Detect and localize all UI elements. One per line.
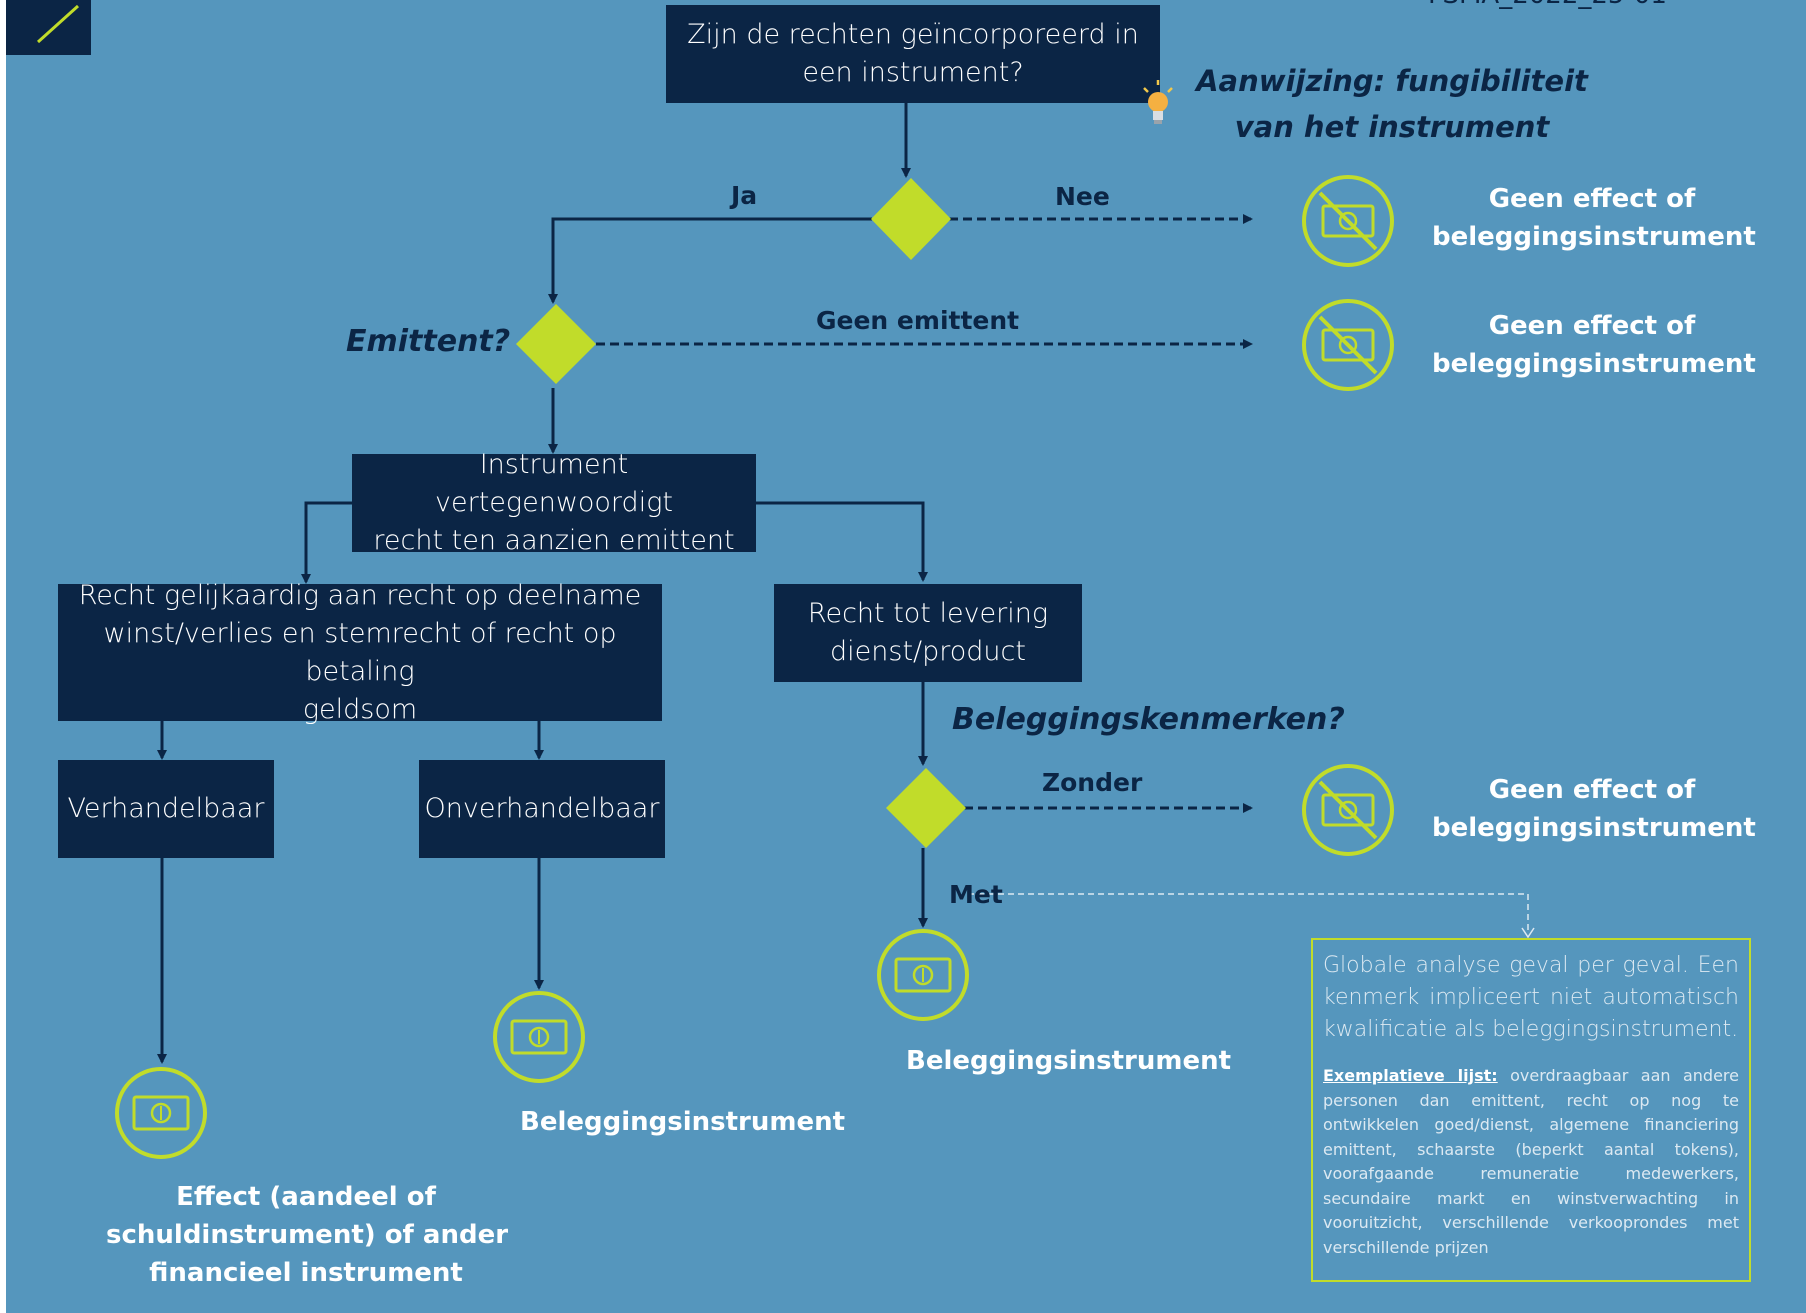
money-icon [876, 928, 970, 1026]
result-no-effect-1-line1: Geen effect of [1488, 184, 1696, 214]
result-no-effect-1: Geen effect of beleggingsinstrument [1432, 180, 1756, 256]
decision-diamond-rights [871, 178, 951, 260]
right-profit-line1: Recht gelijkaardig aan recht op deelname [78, 579, 642, 611]
result-security-line3: financieel instrument [149, 1258, 463, 1288]
edge-label-geen-emittent: Geen emittent [816, 306, 1020, 335]
corner-logo [6, 0, 91, 55]
result-no-effect-3-line1: Geen effect of [1488, 775, 1696, 805]
note-list-title: Exemplatieve lijst: [1323, 1066, 1498, 1085]
lightbulb-icon [1140, 80, 1176, 132]
tradable-text: Verhandelbaar [67, 793, 265, 824]
right-profit-line2: winst/verlies en stemrecht of recht op b… [103, 617, 617, 687]
document-code: FSMA_2022_25-01 [1428, 0, 1667, 10]
money-icon [492, 990, 586, 1088]
result-security-line1: Effect (aandeel of [176, 1182, 436, 1212]
result-no-effect-1-line2: beleggingsinstrument [1432, 222, 1756, 252]
edge-label-nee: Nee [1055, 182, 1110, 211]
connector-to-profit-right [301, 501, 352, 584]
result-security-line2: schuldinstrument) of ander [106, 1220, 509, 1250]
result-no-effect-2: Geen effect of beleggingsinstrument [1432, 307, 1756, 383]
non-tradable-box: Onverhandelbaar [419, 760, 665, 858]
hint-line2: van het instrument [1234, 110, 1550, 144]
result-no-effect-3-line2: beleggingsinstrument [1432, 813, 1756, 843]
money-icon [114, 1066, 208, 1164]
connector-to-note [968, 893, 1529, 934]
no-money-icon [1301, 763, 1395, 861]
right-profit-line3: geldsom [302, 693, 418, 725]
connector-yes [548, 217, 872, 304]
result-no-effect-2-line1: Geen effect of [1488, 311, 1696, 341]
result-no-effect-3: Geen effect of beleggingsinstrument [1432, 771, 1756, 847]
right-delivery-line2: dienst/product [830, 636, 1026, 667]
connector-to-delivery-right [756, 501, 928, 582]
flowchart-canvas: FSMA_2022_25-01 [6, 0, 1806, 1313]
hint-text: Aanwijzing: fungibiliteit van het instru… [1192, 58, 1592, 150]
no-money-icon [1301, 298, 1395, 396]
result-investment-instrument-2: Beleggingsinstrument [520, 1107, 846, 1137]
analysis-note: Globale analyse geval per geval. Een ken… [1311, 938, 1751, 1282]
question-rights-text: Zijn de rechten geïncorporeerd in een in… [687, 19, 1139, 88]
non-tradable-text: Onverhandelbaar [424, 793, 660, 824]
right-delivery-line1: Recht tot levering [807, 598, 1049, 629]
instrument-represents-line1: Instrument vertegenwoordigt [435, 449, 673, 518]
slash-icon [36, 4, 80, 44]
result-investment-instrument-1: Beleggingsinstrument [906, 1046, 1232, 1076]
edge-label-ja: Ja [731, 181, 758, 210]
hint-line1: Aanwijzing: fungibiliteit [1196, 64, 1588, 98]
edge-label-zonder: Zonder [1042, 768, 1143, 797]
instrument-represents-line2: recht ten aanzien emittent [373, 525, 735, 556]
right-profit-box: Recht gelijkaardig aan recht op deelname… [58, 580, 662, 725]
note-list-text: overdraagbaar aan andere personen dan em… [1323, 1066, 1739, 1257]
note-intro: Globale analyse geval per geval. Een ken… [1323, 953, 1739, 1042]
result-no-effect-2-line2: beleggingsinstrument [1432, 349, 1756, 379]
edge-label-met: Met [949, 880, 1003, 909]
question-emitter: Emittent? [346, 324, 511, 359]
note-list: Exemplatieve lijst: overdraagbaar aan an… [1323, 1064, 1739, 1260]
note-arrowhead [1521, 927, 1535, 939]
connector-lines [157, 102, 1535, 1064]
right-delivery-box: Recht tot levering dienst/product [774, 584, 1082, 682]
decision-diamond-emitter [516, 304, 596, 384]
tradable-box: Verhandelbaar [58, 760, 274, 858]
question-investment-features: Beleggingskenmerken? [952, 702, 1345, 737]
result-security: Effect (aandeel of schuldinstrument) of … [106, 1178, 509, 1292]
decision-diamond-investment [886, 768, 966, 848]
question-rights-incorporated: Zijn de rechten geïncorporeerd in een in… [666, 5, 1160, 103]
instrument-represents-box: Instrument vertegenwoordigt recht ten aa… [352, 449, 756, 556]
no-money-icon [1301, 174, 1395, 272]
